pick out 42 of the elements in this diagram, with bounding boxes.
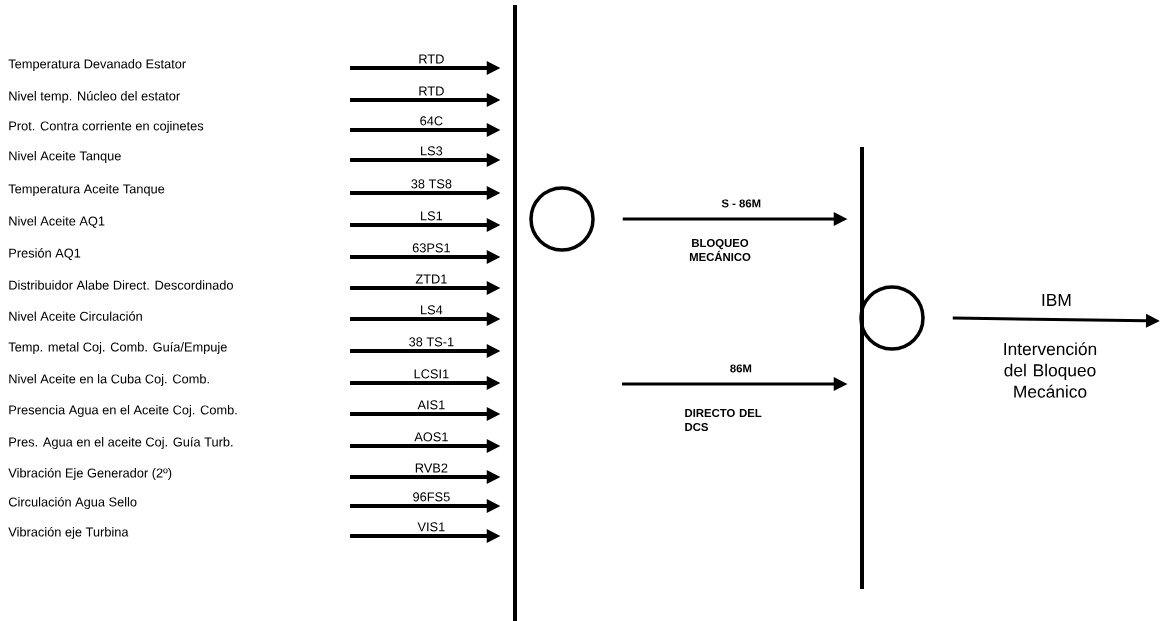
signal-name: Pres. Agua en el aceite Coj. Guía Turb.	[9, 436, 233, 450]
edge-label: IBM	[1039, 292, 1074, 308]
edge-label: 86M	[728, 363, 754, 374]
signal-code: 64C	[418, 115, 445, 127]
signal-name: Vibración Eje Generador (2º)	[8, 467, 172, 481]
signal-code: AOS1	[412, 431, 450, 443]
signal-code: ZTD1	[414, 273, 449, 285]
vertical-bar	[513, 5, 517, 621]
signal-name: Nivel Aceite Circulación	[9, 311, 142, 321]
signal-code: 96FS5	[411, 491, 452, 503]
signal-code: 38 TS8	[409, 178, 454, 190]
signal-name: Temperatura Aceite Tanque	[8, 184, 165, 196]
signal-name: Presencia Agua en el Aceite Coj. Comb.	[9, 405, 237, 417]
signal-code: 63PS1	[410, 242, 452, 254]
signal-name: Presión AQ1	[9, 248, 81, 260]
signal-code: LS3	[418, 145, 445, 157]
signal-name: Prot. Contra corriente en cojinetes	[9, 121, 204, 133]
signal-code: LCSI1	[412, 368, 451, 380]
signal-name: Circulación Agua Sello	[8, 496, 137, 510]
note: Intervención del Bloqueo Mecánico	[1004, 342, 1097, 398]
signal-code: LS4	[418, 304, 445, 316]
signal-name: Nivel temp. Núcleo del estator	[9, 90, 180, 104]
signal-name: Nivel Aceite en la Cuba Coj. Comb.	[9, 374, 209, 386]
signal-code: 38 TS-1	[407, 336, 456, 348]
signal-name: Distribuidor Alabe Direct. Descordinado	[9, 280, 233, 290]
signal-name: Nivel Aceite AQ1	[9, 216, 105, 228]
signal-name: Nivel Aceite Tanque	[9, 151, 121, 163]
signal-code: RVB2	[413, 462, 450, 474]
signal-code: AIS1	[416, 399, 447, 411]
signal-name: Temp. metal Coj. Comb. Guía/Empuje	[8, 341, 227, 355]
note: BLOQUEO MECÁNICO	[689, 239, 751, 261]
signal-code: VIS1	[416, 521, 447, 533]
signal-code: RTD	[417, 85, 446, 97]
edge-label: S - 86M	[720, 198, 763, 209]
signal-name: Temperatura Devanado Estator	[8, 59, 186, 71]
signal-name: Vibración eje Turbina	[8, 526, 129, 540]
circle-symbol	[529, 186, 595, 252]
note: DIRECTO DEL DCS	[685, 409, 762, 431]
circle-symbol	[859, 285, 925, 351]
signal-code: LS1	[418, 210, 445, 222]
vertical-bar	[860, 147, 864, 589]
signal-code: RTD	[417, 53, 446, 65]
